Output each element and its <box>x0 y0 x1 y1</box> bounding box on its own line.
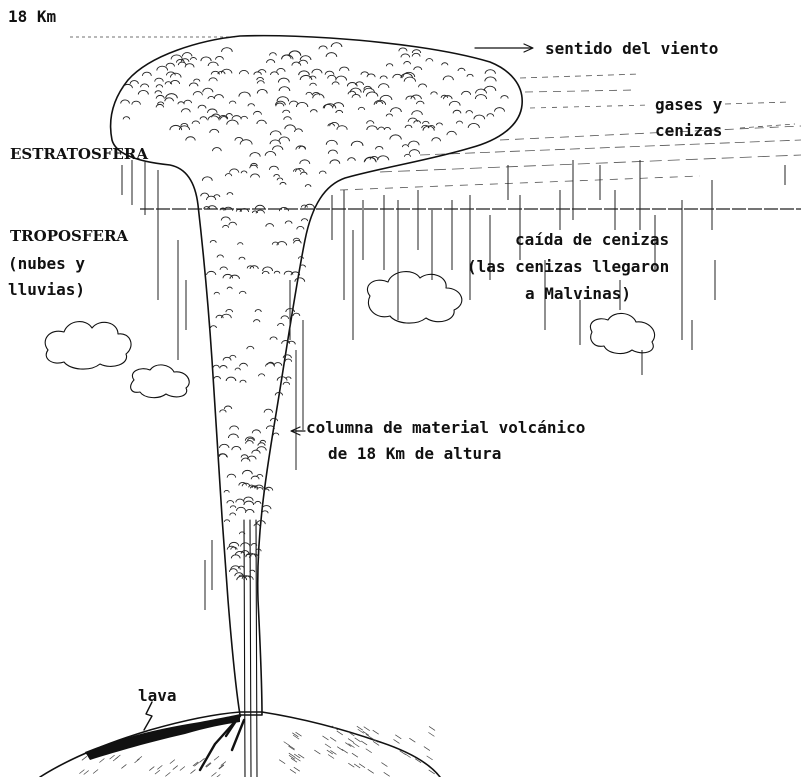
ashfall-label-line1: caída de cenizas <box>515 232 669 248</box>
troposphere-note-line1: (nubes y <box>8 256 85 272</box>
cloud-center <box>367 272 461 323</box>
ashfall-label-line3: a Malvinas) <box>525 286 631 302</box>
cloud-small <box>131 365 190 398</box>
troposphere-label: TROPOSFERA <box>10 229 128 244</box>
wind-arrow <box>475 44 533 52</box>
gases-label-line1: gases y <box>655 97 722 113</box>
column-label-line2: de 18 Km de altura <box>328 446 501 462</box>
ashfall-streaks <box>122 160 785 610</box>
cloud-left <box>45 322 131 369</box>
stratosphere-label: ESTRATOSFERA <box>10 147 148 162</box>
eruption-column <box>111 36 523 777</box>
gases-label-line2: cenizas <box>655 123 722 139</box>
troposphere-note-line2: lluvias) <box>8 282 85 298</box>
altitude-label: 18 Km <box>8 9 56 25</box>
ashfall-label-line2: (las cenizas llegaron <box>467 259 669 275</box>
wind-direction-label: sentido del viento <box>545 41 718 57</box>
cloud-right <box>590 313 654 353</box>
column-texture <box>121 43 508 580</box>
lava-label: lava <box>138 688 177 704</box>
lava-flow <box>85 714 240 760</box>
column-label-line1: columna de material volcánico <box>306 420 585 436</box>
gas-streaks <box>340 74 801 190</box>
lava-arrow <box>144 702 152 730</box>
